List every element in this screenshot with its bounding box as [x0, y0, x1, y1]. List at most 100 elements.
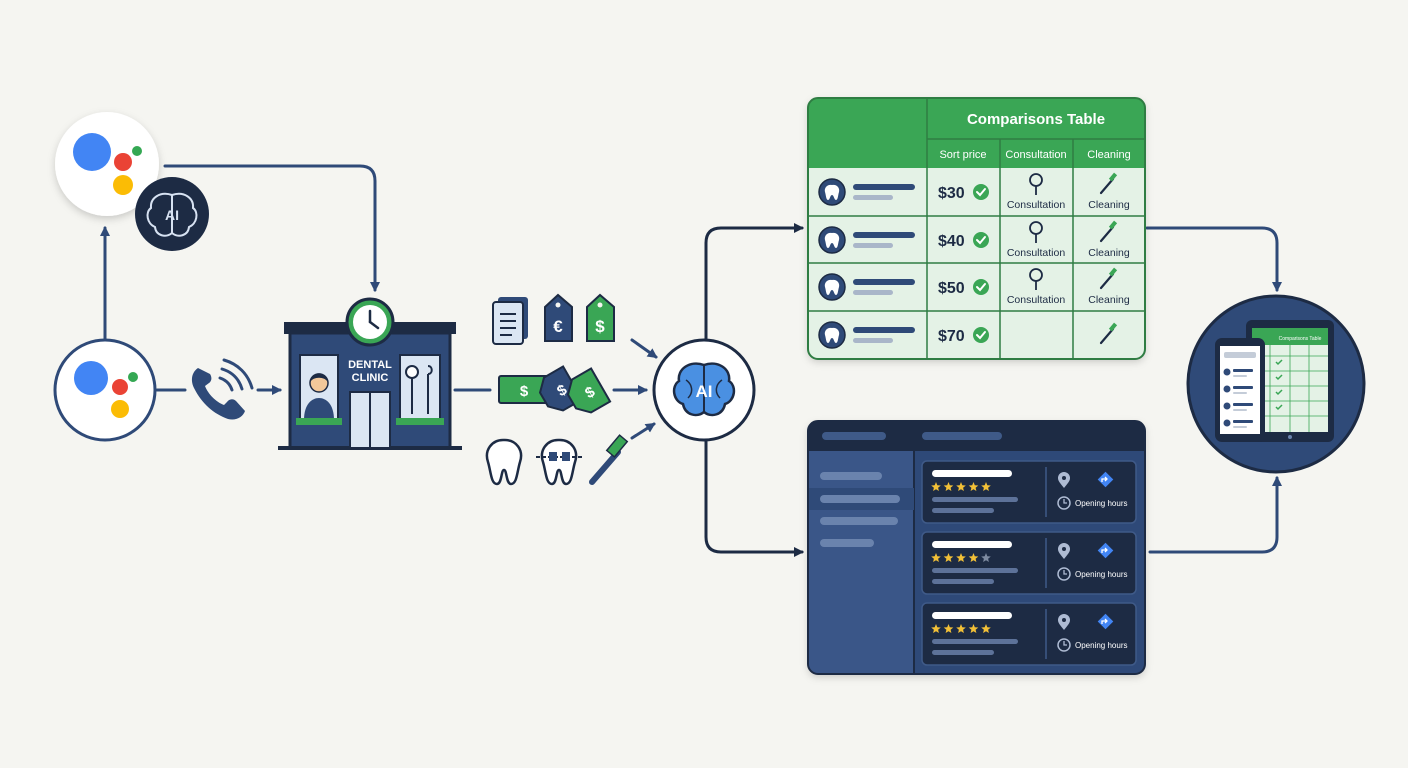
clinic-sign-line2: CLINIC — [352, 372, 389, 384]
assistant-dot-red — [114, 153, 132, 171]
arrow-services-to-ai — [630, 422, 656, 440]
star-icon — [931, 482, 941, 491]
listing-detail-bar — [932, 508, 994, 513]
star-icon — [968, 553, 979, 562]
location-pin-icon[interactable] — [1058, 543, 1070, 559]
listing-detail-bar — [932, 650, 994, 655]
cleaning-label: Cleaning — [1088, 294, 1130, 306]
assistant-dot-yellow — [113, 175, 133, 195]
dental-mirror-icon — [1029, 221, 1043, 243]
brain-icon — [146, 192, 198, 237]
listing-name-bar — [932, 470, 1012, 477]
check-circle-icon — [973, 184, 989, 200]
star-icon — [931, 553, 941, 562]
opening-hours-label: Opening hours — [1075, 570, 1127, 579]
sidebar-nav-item[interactable] — [820, 472, 882, 480]
assistant-dot-green — [132, 146, 142, 156]
listing-detail-bar — [932, 579, 994, 584]
tools-window — [399, 354, 441, 421]
dental-mirror-icon — [1029, 173, 1043, 195]
row-price: $30 — [938, 185, 965, 202]
smartphone-icon — [1215, 338, 1265, 442]
listings-panel-body — [808, 421, 1145, 674]
clock-icon — [345, 297, 395, 347]
assistant-dot-blue — [74, 361, 108, 395]
listing-card[interactable]: Opening hours — [921, 602, 1137, 666]
listing-card[interactable]: Opening hours — [921, 460, 1137, 524]
comparison-table-title: Comparisons Table — [967, 111, 1105, 128]
tooth-avatar-icon — [818, 226, 846, 254]
clinic-sign-line1: DENTAL — [348, 359, 392, 371]
listing-card[interactable]: Opening hours — [921, 531, 1137, 595]
clock-icon — [1057, 638, 1071, 652]
green-money-tag-icon: $ — [566, 367, 612, 414]
star-icon — [943, 553, 954, 562]
header-sort-price[interactable]: Sort price — [939, 149, 986, 161]
star-icon — [943, 482, 954, 491]
consultation-label: Consultation — [1007, 294, 1066, 306]
tablet-table-title: Comparisons Table — [1279, 336, 1322, 342]
location-pin-icon[interactable] — [1058, 614, 1070, 630]
tooth-avatar-icon — [818, 321, 846, 349]
header-cleaning[interactable]: Cleaning — [1087, 149, 1130, 161]
star-icon — [981, 553, 991, 562]
document-icon — [492, 297, 528, 345]
check-circle-icon — [973, 327, 989, 343]
row-price: $40 — [938, 233, 965, 250]
sidebar-nav-item[interactable] — [820, 539, 874, 547]
directions-icon[interactable] — [1097, 542, 1114, 559]
opening-hours-label: Opening hours — [1075, 641, 1127, 650]
star-rating — [931, 553, 991, 562]
star-rating — [931, 482, 991, 491]
row-price: $50 — [938, 280, 965, 297]
check-circle-icon — [973, 232, 989, 248]
arrow-top-assistant-to-clinic — [163, 164, 380, 292]
assistant-dot-blue — [73, 133, 111, 171]
directions-icon[interactable] — [1097, 471, 1114, 488]
tablet-check-icons — [1275, 359, 1283, 411]
star-icon — [981, 482, 991, 491]
connectors — [100, 164, 1282, 554]
listing-detail-bar — [932, 639, 1018, 644]
ai-hub-label: AI — [696, 382, 713, 401]
provider-name-bar — [853, 327, 915, 333]
euro-symbol: € — [553, 317, 563, 336]
google-assistant-main[interactable] — [53, 338, 157, 442]
provider-name-bar — [853, 232, 915, 238]
location-pin-icon[interactable] — [1058, 472, 1070, 488]
clock-icon — [1057, 567, 1071, 581]
cleaning-label: Cleaning — [1088, 199, 1130, 211]
header-consultation[interactable]: Consultation — [1005, 149, 1066, 161]
dental-mirror-icon — [1029, 268, 1043, 290]
dollar-price-tag-icon: $ — [586, 293, 615, 342]
toothbrush-icon — [1099, 267, 1118, 290]
provider-detail-bar — [853, 338, 893, 343]
star-icon — [968, 482, 979, 491]
toothbrush-icon — [1099, 172, 1118, 195]
money-bill-icon: $ — [498, 375, 550, 404]
table-row[interactable]: $70 — [818, 321, 1118, 349]
listing-detail-bar — [932, 497, 1018, 502]
star-icon — [956, 624, 966, 633]
assistant-dot-red — [112, 379, 128, 395]
arrow-ai-to-table — [704, 223, 804, 342]
tooth-avatar-icon — [818, 178, 846, 206]
euro-price-tag-icon: € — [544, 293, 573, 342]
sidebar-nav-item[interactable] — [820, 517, 898, 525]
cleaning-label: Cleaning — [1088, 247, 1130, 259]
arrow-ai-to-listings — [704, 438, 804, 557]
brain-icon — [672, 362, 736, 417]
star-rating — [931, 624, 991, 633]
toothbrush-icon — [1099, 322, 1118, 345]
provider-detail-bar — [853, 290, 893, 295]
directions-icon[interactable] — [1097, 613, 1114, 630]
devices-output: Comparisons Table — [1186, 294, 1366, 474]
provider-name-bar — [853, 184, 915, 190]
consultation-label: Consultation — [1007, 199, 1066, 211]
